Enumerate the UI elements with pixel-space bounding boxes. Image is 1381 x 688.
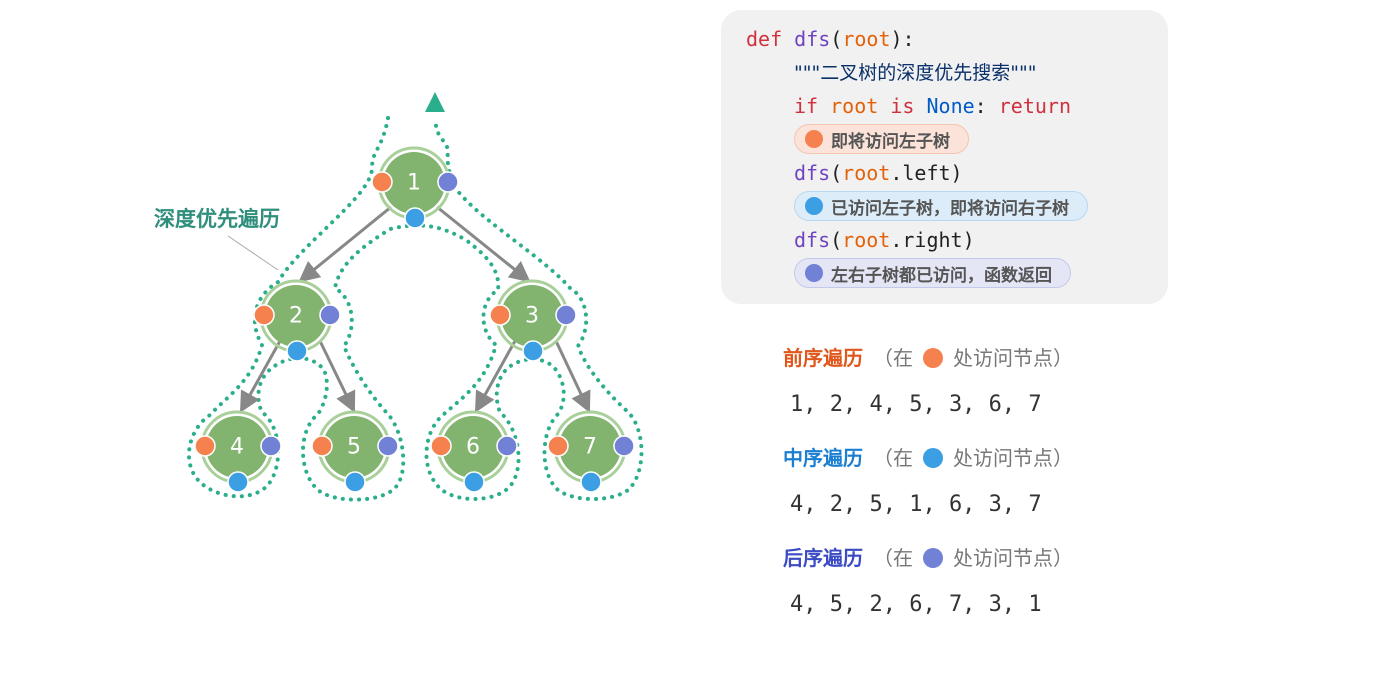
preorder-dot-icon	[253, 304, 275, 326]
edge-3-7	[554, 340, 591, 413]
postorder-dot-icon	[319, 304, 341, 326]
node-circle	[501, 285, 563, 347]
orange-dot-icon	[805, 130, 823, 148]
node-label: 4	[230, 435, 244, 460]
tree-edges	[239, 205, 591, 413]
preorder-sequence: 1, 2, 4, 5, 3, 6, 7	[790, 392, 1042, 417]
code-line-dfs-left: dfs(root.left)	[794, 161, 963, 185]
tree-nodes: 1 2 3 4 5 6 7	[194, 146, 635, 493]
blue-dot-icon	[923, 448, 943, 468]
inorder-sequence: 4, 2, 5, 1, 6, 3, 7	[790, 492, 1042, 517]
tree-node-5: 5	[311, 410, 399, 493]
node-circle	[323, 416, 385, 478]
node-label: 6	[466, 435, 480, 460]
edge-3-6	[474, 340, 517, 413]
postorder-dot-icon	[555, 304, 577, 326]
node-label: 1	[407, 171, 421, 196]
inorder-dot-icon	[344, 471, 366, 493]
purple-dot-icon	[923, 548, 943, 568]
node-circle	[559, 416, 621, 478]
preorder-block: 前序遍历 （在 处访问节点） 1, 2, 4, 5, 3, 6, 7	[783, 343, 1073, 417]
tree-node-4: 4	[194, 410, 282, 493]
orange-dot-icon	[923, 348, 943, 368]
postorder-dot-icon	[613, 435, 635, 457]
code-line-dfs-right: dfs(root.right)	[794, 228, 975, 252]
node-label: 2	[289, 304, 303, 329]
postorder-dot-icon	[260, 435, 282, 457]
preorder-dot-icon	[547, 435, 569, 457]
label-pointer-line	[227, 235, 279, 271]
node-label: 3	[525, 304, 539, 329]
binary-tree-diagram: 深度优先遍历 1 2 3 4 5 6 7	[154, 92, 644, 502]
preorder-dot-icon	[489, 304, 511, 326]
inorder-dot-icon	[404, 207, 426, 229]
node-circle	[383, 152, 445, 214]
code-panel: def dfs(root): """二叉树的深度优先搜索""" if root …	[721, 10, 1168, 304]
inorder-title: 中序遍历 （在 处访问节点）	[783, 443, 1073, 473]
node-label: 7	[583, 435, 597, 460]
inorder-block: 中序遍历 （在 处访问节点） 4, 2, 5, 1, 6, 3, 7	[783, 443, 1073, 517]
preorder-name: 前序遍历	[783, 346, 863, 370]
postorder-dot-icon	[496, 435, 518, 457]
node-label: 5	[347, 435, 361, 460]
node-circle	[206, 416, 268, 478]
inorder-dot-icon	[522, 340, 544, 362]
preorder-title: 前序遍历 （在 处访问节点）	[783, 343, 1073, 373]
inorder-name: 中序遍历	[783, 446, 863, 470]
edge-1-3	[436, 205, 531, 283]
tree-node-3: 3	[489, 279, 577, 362]
postorder-name: 后序遍历	[783, 546, 863, 570]
inorder-dot-icon	[463, 471, 485, 493]
node-circle	[442, 416, 504, 478]
pill-before-right: 已访问左子树，即将访问右子树	[794, 191, 1088, 221]
code-line-if: if root is None: return	[794, 94, 1072, 118]
node-circle	[265, 285, 327, 347]
blue-dot-icon	[805, 197, 823, 215]
tree-node-6: 6	[430, 410, 518, 493]
inorder-dot-icon	[286, 340, 308, 362]
edge-1-2	[298, 205, 392, 283]
purple-dot-icon	[805, 264, 823, 282]
postorder-block: 后序遍历 （在 处访问节点） 4, 5, 2, 6, 7, 3, 1	[783, 543, 1073, 617]
postorder-dot-icon	[377, 435, 399, 457]
tree-node-1: 1	[371, 146, 459, 229]
postorder-sequence: 4, 5, 2, 6, 7, 3, 1	[790, 592, 1042, 617]
inorder-dot-icon	[227, 471, 249, 493]
postorder-title: 后序遍历 （在 处访问节点）	[783, 543, 1073, 573]
pill-return: 左右子树都已访问，函数返回	[794, 258, 1071, 288]
path-end-arrow-icon	[425, 92, 445, 112]
tree-node-7: 7	[547, 410, 635, 493]
preorder-dot-icon	[311, 435, 333, 457]
inorder-dot-icon	[580, 471, 602, 493]
code-line-def: def dfs(root):	[746, 27, 915, 51]
dfs-label: 深度优先遍历	[154, 207, 280, 231]
preorder-dot-icon	[430, 435, 452, 457]
edge-2-5	[318, 340, 356, 413]
edge-2-4	[239, 340, 282, 413]
code-line-docstring: """二叉树的深度优先搜索"""	[794, 62, 1037, 84]
postorder-dot-icon	[437, 171, 459, 193]
preorder-dot-icon	[371, 171, 393, 193]
tree-node-2: 2	[253, 279, 341, 362]
pill-before-left: 即将访问左子树	[794, 124, 969, 154]
preorder-dot-icon	[194, 435, 216, 457]
